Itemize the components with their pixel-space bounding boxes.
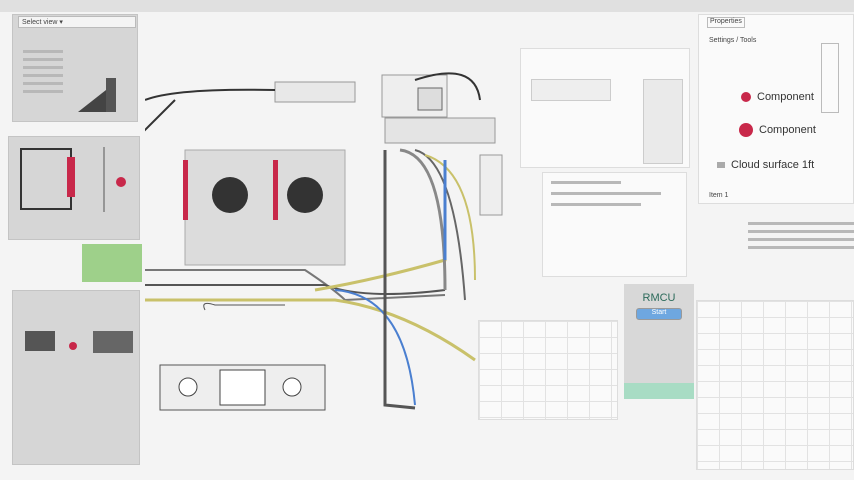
module-panel: RMCU Start	[624, 284, 694, 399]
square-icon	[717, 162, 725, 168]
wiring-diagram[interactable]	[145, 60, 525, 420]
document-preview-2	[542, 172, 687, 277]
left-preview-panel-2	[8, 136, 140, 240]
data-grid[interactable]	[696, 300, 854, 470]
component-item-2[interactable]: Component	[739, 123, 816, 137]
component-item-1[interactable]: Component	[741, 91, 814, 103]
green-legend-box	[82, 244, 142, 282]
status-label: Item 1	[709, 192, 729, 199]
component-label: Component	[759, 124, 816, 136]
module-start-button[interactable]: Start	[636, 308, 682, 320]
view-dropdown-value: Select view	[22, 19, 58, 26]
component-icon	[739, 123, 753, 137]
control-panel[interactable]	[184, 149, 346, 266]
top-toolbar	[0, 0, 854, 12]
module-title: RMCU	[642, 292, 676, 304]
stair-chart-icon	[78, 78, 116, 112]
keyboard-panel[interactable]	[478, 320, 618, 420]
component-icon	[741, 92, 751, 102]
knob-left[interactable]	[212, 177, 248, 213]
component-label: Component	[757, 91, 814, 103]
properties-list	[698, 208, 854, 278]
sensor-module[interactable]	[479, 154, 503, 216]
footer-label: Cloud surface 1ft	[731, 159, 815, 171]
vertical-scale[interactable]	[821, 43, 839, 113]
knob-right[interactable]	[287, 177, 323, 213]
left-preview-panel-3	[12, 290, 140, 465]
left-preview-panel-1	[12, 14, 138, 122]
connector-block[interactable]	[274, 81, 356, 103]
view-dropdown[interactable]: Select view ▾	[18, 16, 136, 28]
properties-tab[interactable]: Properties	[707, 17, 745, 28]
relay-module[interactable]	[384, 117, 496, 144]
properties-header: Settings / Tools	[709, 37, 757, 44]
document-preview-1	[520, 48, 690, 168]
properties-panel: Properties Settings / Tools Component Co…	[698, 14, 854, 204]
footer-item[interactable]: Cloud surface 1ft	[717, 159, 814, 171]
